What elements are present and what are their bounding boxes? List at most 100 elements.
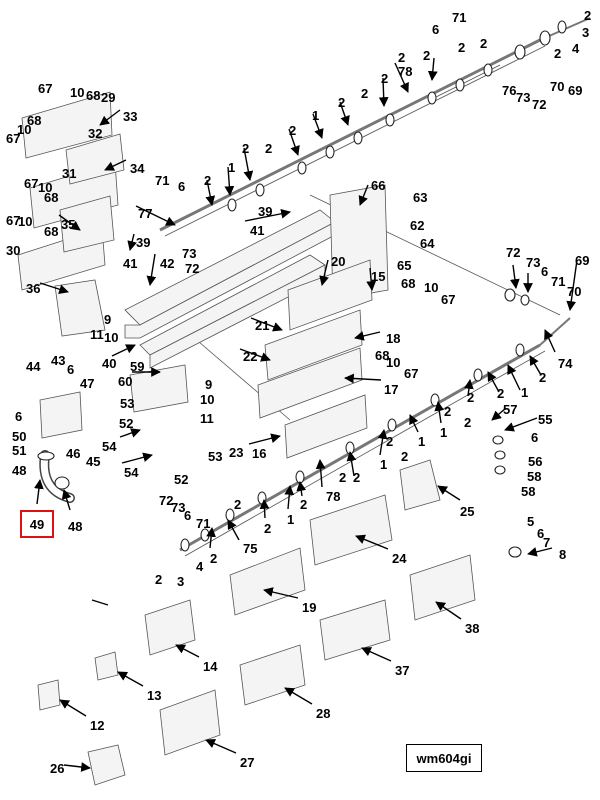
callout-6[interactable]: 6 [432, 22, 439, 37]
callout-67[interactable]: 67 [441, 292, 455, 307]
highlighted-callout[interactable]: 49 [20, 510, 54, 538]
callout-64[interactable]: 64 [420, 236, 435, 251]
callout-56[interactable]: 56 [528, 454, 542, 469]
callout-2[interactable]: 2 [467, 390, 474, 405]
callout-68[interactable]: 68 [375, 348, 389, 363]
callout-48[interactable]: 48 [68, 519, 82, 534]
callout-50[interactable]: 50 [12, 429, 26, 444]
callout-2[interactable]: 2 [204, 173, 211, 188]
callout-74[interactable]: 74 [558, 356, 573, 371]
callout-29[interactable]: 29 [101, 90, 115, 105]
callout-2[interactable]: 2 [584, 8, 591, 23]
callout-60[interactable]: 60 [118, 374, 132, 389]
callout-19[interactable]: 19 [302, 600, 316, 615]
callout-41[interactable]: 41 [250, 223, 264, 238]
callout-11[interactable]: 11 [200, 411, 214, 426]
callout-1[interactable]: 1 [380, 457, 387, 472]
callout-66[interactable]: 66 [371, 178, 385, 193]
callout-68[interactable]: 68 [27, 113, 41, 128]
callout-2[interactable]: 2 [361, 86, 368, 101]
callout-6[interactable]: 6 [541, 264, 548, 279]
callout-72[interactable]: 72 [532, 97, 546, 112]
callout-68[interactable]: 68 [44, 224, 58, 239]
callout-2[interactable]: 2 [458, 40, 465, 55]
callout-35[interactable]: 35 [61, 217, 75, 232]
callout-77[interactable]: 77 [138, 206, 152, 221]
callout-1[interactable]: 1 [287, 512, 294, 527]
callout-2[interactable]: 2 [444, 404, 451, 419]
callout-39[interactable]: 39 [136, 235, 150, 250]
callout-32[interactable]: 32 [88, 126, 102, 141]
callout-1[interactable]: 1 [521, 385, 528, 400]
callout-73[interactable]: 73 [171, 500, 185, 515]
callout-2[interactable]: 2 [289, 123, 296, 138]
callout-68[interactable]: 68 [86, 88, 100, 103]
callout-6[interactable]: 6 [184, 508, 191, 523]
callout-2[interactable]: 2 [480, 36, 487, 51]
callout-2[interactable]: 2 [398, 50, 405, 65]
callout-4[interactable]: 4 [572, 41, 580, 56]
callout-2[interactable]: 2 [155, 572, 162, 587]
callout-59[interactable]: 59 [130, 359, 144, 374]
callout-2[interactable]: 2 [338, 95, 345, 110]
callout-43[interactable]: 43 [51, 353, 65, 368]
callout-6[interactable]: 6 [67, 362, 74, 377]
callout-62[interactable]: 62 [410, 218, 424, 233]
callout-75[interactable]: 75 [243, 541, 257, 556]
callout-52[interactable]: 52 [119, 416, 133, 431]
callout-15[interactable]: 15 [371, 269, 385, 284]
callout-26[interactable]: 26 [50, 761, 64, 776]
callout-1[interactable]: 1 [440, 425, 447, 440]
callout-58[interactable]: 58 [527, 469, 541, 484]
callout-69[interactable]: 69 [568, 83, 582, 98]
callout-11[interactable]: 11 [90, 327, 104, 342]
callout-33[interactable]: 33 [123, 109, 137, 124]
callout-2[interactable]: 2 [234, 497, 241, 512]
callout-71[interactable]: 71 [155, 173, 169, 188]
callout-2[interactable]: 2 [497, 386, 504, 401]
callout-67[interactable]: 67 [6, 213, 20, 228]
callout-2[interactable]: 2 [353, 470, 360, 485]
callout-67[interactable]: 67 [24, 176, 38, 191]
callout-57[interactable]: 57 [503, 402, 517, 417]
callout-8[interactable]: 8 [559, 547, 566, 562]
callout-9[interactable]: 9 [104, 312, 111, 327]
callout-48[interactable]: 48 [12, 463, 26, 478]
callout-71[interactable]: 71 [551, 274, 565, 289]
callout-2[interactable]: 2 [300, 497, 307, 512]
callout-3[interactable]: 3 [582, 25, 589, 40]
callout-68[interactable]: 68 [44, 190, 58, 205]
callout-45[interactable]: 45 [86, 454, 100, 469]
callout-72[interactable]: 72 [506, 245, 520, 260]
callout-10[interactable]: 10 [70, 85, 84, 100]
callout-10[interactable]: 10 [200, 392, 214, 407]
callout-44[interactable]: 44 [26, 359, 41, 374]
callout-37[interactable]: 37 [395, 663, 409, 678]
callout-36[interactable]: 36 [26, 281, 40, 296]
callout-70[interactable]: 70 [567, 284, 581, 299]
callout-1[interactable]: 1 [418, 434, 425, 449]
callout-21[interactable]: 21 [255, 318, 269, 333]
callout-10[interactable]: 10 [18, 214, 32, 229]
callout-72[interactable]: 72 [159, 493, 173, 508]
callout-31[interactable]: 31 [62, 166, 76, 181]
callout-47[interactable]: 47 [80, 376, 94, 391]
callout-2[interactable]: 2 [554, 46, 561, 61]
callout-6[interactable]: 6 [178, 179, 185, 194]
callout-28[interactable]: 28 [316, 706, 330, 721]
callout-2[interactable]: 2 [264, 521, 271, 536]
callout-17[interactable]: 17 [384, 382, 398, 397]
callout-42[interactable]: 42 [160, 256, 174, 271]
callout-3[interactable]: 3 [177, 574, 184, 589]
callout-2[interactable]: 2 [381, 71, 388, 86]
callout-2[interactable]: 2 [386, 434, 393, 449]
callout-18[interactable]: 18 [386, 331, 400, 346]
callout-39[interactable]: 39 [258, 204, 272, 219]
callout-24[interactable]: 24 [392, 551, 407, 566]
callout-10[interactable]: 10 [386, 355, 400, 370]
callout-71[interactable]: 71 [196, 516, 210, 531]
callout-68[interactable]: 68 [401, 276, 415, 291]
callout-72[interactable]: 72 [185, 261, 199, 276]
callout-73[interactable]: 73 [526, 255, 540, 270]
callout-53[interactable]: 53 [208, 449, 222, 464]
